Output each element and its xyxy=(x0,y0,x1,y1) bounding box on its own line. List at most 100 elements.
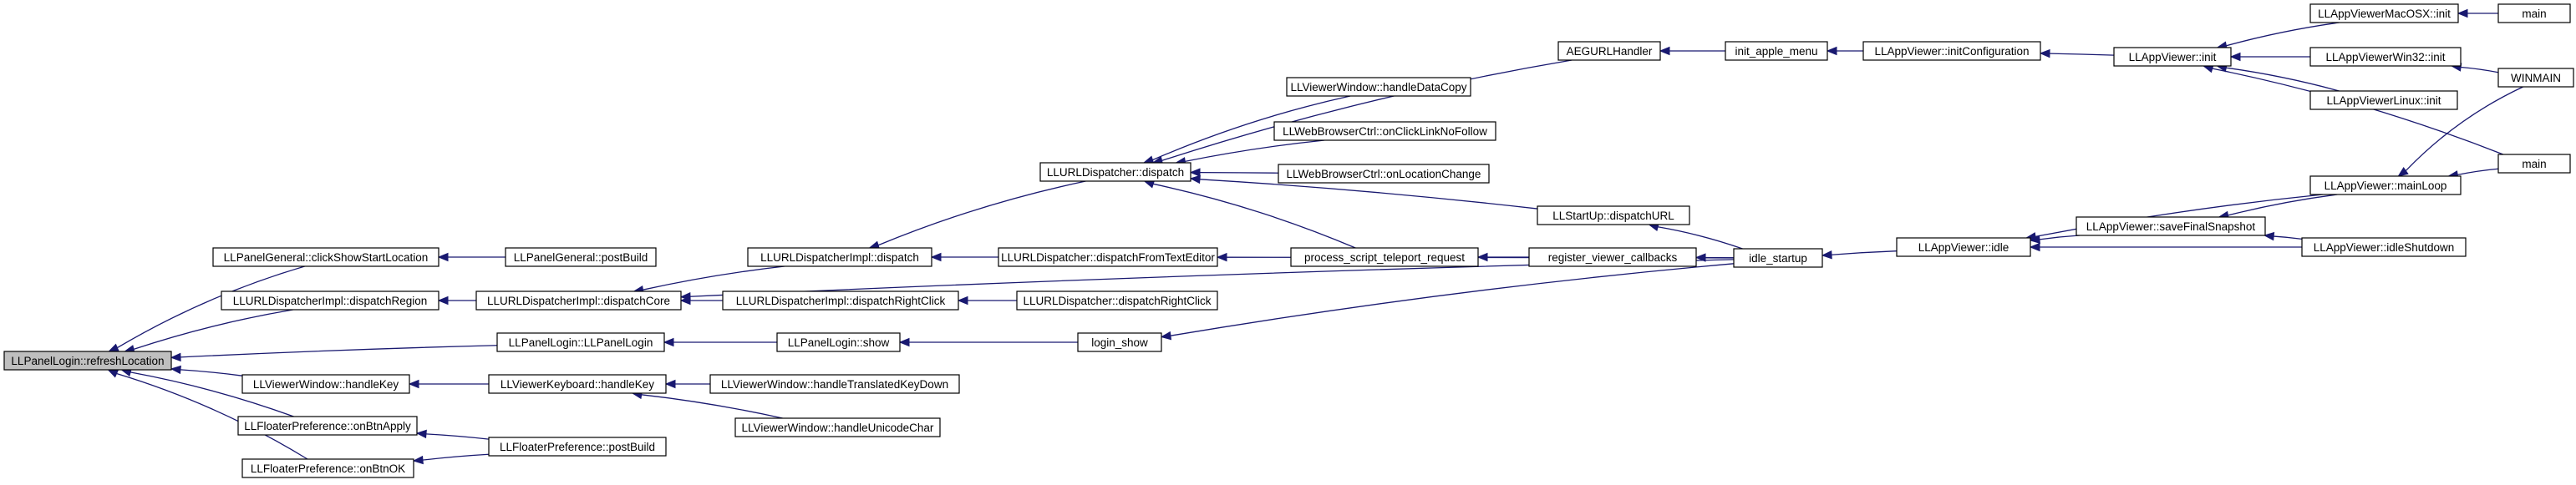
function-node[interactable]: LLURLDispatcherImpl::dispatchRegion xyxy=(221,290,439,311)
edge-line xyxy=(641,394,783,419)
function-node[interactable]: LLAppViewer::mainLoop xyxy=(2309,175,2462,195)
function-node[interactable]: LLURLDispatcher::dispatch xyxy=(1039,162,1191,182)
function-node[interactable]: LLViewerWindow::handleUnicodeChar xyxy=(734,417,941,437)
call-edge xyxy=(170,345,498,362)
function-node[interactable]: LLURLDispatcher::dispatchRightClick xyxy=(1016,290,1218,311)
arrowhead xyxy=(1189,174,1201,184)
call-edge xyxy=(2039,48,2115,58)
root-function-node[interactable]: LLPanelLogin::refreshLocation xyxy=(3,351,172,371)
function-node[interactable]: LLViewerKeyboard::handleKey xyxy=(488,374,667,394)
call-edge xyxy=(1160,263,1735,341)
function-node[interactable]: LLAppViewerLinux::init xyxy=(2309,90,2458,110)
function-node[interactable]: LLAppViewer::init xyxy=(2113,47,2232,67)
call-edge xyxy=(2229,52,2310,62)
edge-line xyxy=(1170,263,1735,336)
call-edge xyxy=(1151,59,1573,165)
edge-line xyxy=(2405,86,2523,172)
function-node[interactable]: LLAppViewer::idleShutdown xyxy=(2301,237,2467,257)
node-label: LLURLDispatcherImpl::dispatch xyxy=(760,251,919,264)
function-node[interactable]: LLPanelGeneral::clickShowStartLocation xyxy=(212,247,439,267)
call-edge xyxy=(1694,253,1735,262)
function-node[interactable]: idle_startup xyxy=(1733,248,1823,268)
edge-line xyxy=(133,309,293,350)
edge-line xyxy=(1153,183,1356,249)
function-node[interactable]: main xyxy=(2497,3,2571,23)
call-edge xyxy=(124,309,293,354)
call-edge xyxy=(633,265,785,295)
call-edge xyxy=(2263,231,2303,241)
function-node[interactable]: LLFloaterPreference::onBtnApply xyxy=(237,416,418,436)
function-node[interactable]: LLViewerWindow::handleKey xyxy=(241,374,410,394)
function-node[interactable]: LLFloaterPreference::postBuild xyxy=(488,437,667,457)
call-edge xyxy=(2029,242,2302,252)
function-node[interactable]: register_viewer_callbacks xyxy=(1528,247,1697,267)
call-edge xyxy=(408,379,490,389)
function-node[interactable]: main xyxy=(2497,154,2571,174)
arrowhead xyxy=(679,291,691,301)
function-node[interactable]: LLWebBrowserCtrl::onLocationChange xyxy=(1278,164,1490,184)
function-node[interactable]: LLPanelGeneral::postBuild xyxy=(505,247,657,267)
function-node[interactable]: LLURLDispatcherImpl::dispatch xyxy=(747,247,932,267)
node-label: LLViewerWindow::handleDataCopy xyxy=(1290,81,1466,93)
arrowhead xyxy=(1694,253,1706,262)
function-node[interactable]: init_apple_menu xyxy=(1725,41,1828,61)
edge-line xyxy=(2226,67,2340,92)
node-label: main xyxy=(2522,8,2546,20)
node-label: LLFloaterPreference::onBtnApply xyxy=(244,420,411,432)
function-node[interactable]: LLFloaterPreference::onBtnOK xyxy=(241,458,414,478)
call-edge xyxy=(664,379,711,389)
edge-line xyxy=(2212,68,2504,155)
arrowhead xyxy=(898,337,910,347)
call-edge xyxy=(107,369,308,460)
call-edge xyxy=(1143,179,1356,249)
function-node[interactable]: LLURLDispatcher::dispatchFromTextEditor xyxy=(998,247,1218,267)
call-edge xyxy=(2216,63,2340,92)
edge-line xyxy=(2049,53,2115,56)
function-node[interactable]: process_script_teleport_request xyxy=(1290,247,1479,267)
node-label: LLPanelGeneral::postBuild xyxy=(514,251,648,264)
function-node[interactable]: LLAppViewerWin32::init xyxy=(2309,47,2462,67)
function-node[interactable]: LLAppViewer::idle xyxy=(1896,237,2031,257)
edge-line xyxy=(2461,66,2499,73)
call-edge xyxy=(120,367,294,417)
arrowhead xyxy=(107,369,119,378)
node-label: process_script_teleport_request xyxy=(1304,251,1465,264)
node-label: LLURLDispatcherImpl::dispatchCore xyxy=(487,295,670,307)
node-box xyxy=(2497,3,2571,23)
function-node[interactable]: login_show xyxy=(1077,332,1162,352)
arrowhead xyxy=(2229,52,2241,62)
node-label: LLURLDispatcher::dispatch xyxy=(1047,166,1184,179)
call-edge xyxy=(415,429,490,440)
edge-line xyxy=(877,180,1086,246)
function-node[interactable]: LLPanelLogin::show xyxy=(776,332,901,352)
node-box xyxy=(1725,41,1828,61)
edge-line xyxy=(2228,194,2338,216)
call-edge xyxy=(631,390,783,419)
function-node[interactable]: LLPanelLogin::LLPanelLogin xyxy=(496,332,665,352)
function-node[interactable]: LLAppViewerMacOSX::init xyxy=(2309,3,2459,23)
function-node[interactable]: AEGURLHandler xyxy=(1557,41,1661,61)
function-node[interactable]: WINMAIN xyxy=(2497,68,2574,88)
arrowhead xyxy=(1821,250,1832,260)
arrowhead xyxy=(930,252,942,262)
node-box xyxy=(1733,248,1823,268)
arrowhead xyxy=(2029,235,2040,245)
function-node[interactable]: LLViewerWindow::handleTranslatedKeyDown xyxy=(709,374,960,394)
node-box xyxy=(1016,290,1218,311)
node-label: idle_startup xyxy=(1749,252,1807,265)
edge-line xyxy=(1161,59,1573,161)
node-box xyxy=(2497,154,2571,174)
arrowhead xyxy=(437,252,449,262)
arrowhead xyxy=(415,429,427,439)
function-node[interactable]: LLAppViewer::saveFinalSnapshot xyxy=(2076,216,2266,236)
call-edge xyxy=(2218,194,2338,220)
function-node[interactable]: LLURLDispatcherImpl::dispatchRightClick xyxy=(722,290,959,311)
arrowhead xyxy=(108,343,119,352)
function-node[interactable]: LLAppViewer::initConfiguration xyxy=(1862,41,2041,61)
function-node[interactable]: LLURLDispatcherImpl::dispatchCore xyxy=(475,290,682,311)
call-edge xyxy=(1821,250,1898,260)
function-node[interactable]: LLViewerWindow::handleDataCopy xyxy=(1286,77,1471,97)
call-edge xyxy=(957,296,1017,306)
function-node[interactable]: LLStartUp::dispatchURL xyxy=(1537,205,1690,225)
function-node[interactable]: LLWebBrowserCtrl::onClickLinkNoFollow xyxy=(1273,121,1496,141)
